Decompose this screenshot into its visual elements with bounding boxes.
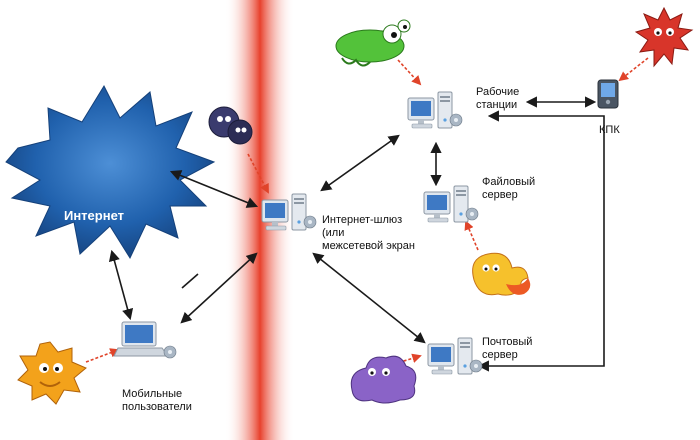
workstation-computer-icon	[407, 91, 463, 129]
pda-icon	[597, 79, 619, 109]
threat-arrow-fileserver	[464, 220, 479, 251]
virus-monster-icon-red	[634, 6, 694, 68]
gateway-label: Интернет-шлюз (или межсетевой экран	[322, 214, 415, 252]
arrow-internet-mobile	[108, 249, 134, 321]
threat-arrow-mobile	[85, 348, 120, 363]
threat-arrow-workstations	[397, 59, 422, 86]
fileserver-label: Файловый сервер	[482, 176, 536, 201]
arrow-stub	[181, 273, 199, 289]
virus-monster-icon-flame	[472, 252, 531, 296]
mobile-users-label: Мобильные пользователи	[122, 388, 192, 413]
virus-monster-icon-purple	[350, 355, 417, 404]
arrow-mobile-gateway	[180, 252, 258, 324]
virus-monster-icon-green	[335, 19, 411, 67]
threat-arrow-gateway	[247, 153, 269, 194]
arrow-gateway-workstations	[320, 134, 400, 192]
workstations-label: Рабочие станции	[476, 86, 520, 111]
internet-cloud-icon	[5, 84, 216, 260]
laptop-icon	[113, 321, 177, 359]
arrow-gateway-mailserver	[312, 252, 426, 344]
threat-arrow-mailserver	[393, 353, 422, 365]
pda-label: КПК	[599, 124, 620, 136]
virus-monster-icon-orange	[17, 341, 87, 405]
arrow-internet-gateway	[169, 170, 259, 208]
internet-label: Интернет	[64, 208, 124, 223]
virus-monster-icon-dark	[208, 106, 253, 145]
arrow-pda-mail-route	[477, 110, 605, 372]
threat-arrow-pda	[618, 57, 649, 82]
mailserver-label: Почтовый сервер	[482, 336, 533, 361]
mailserver-computer-icon	[427, 337, 483, 375]
fileserver-computer-icon	[423, 185, 479, 223]
